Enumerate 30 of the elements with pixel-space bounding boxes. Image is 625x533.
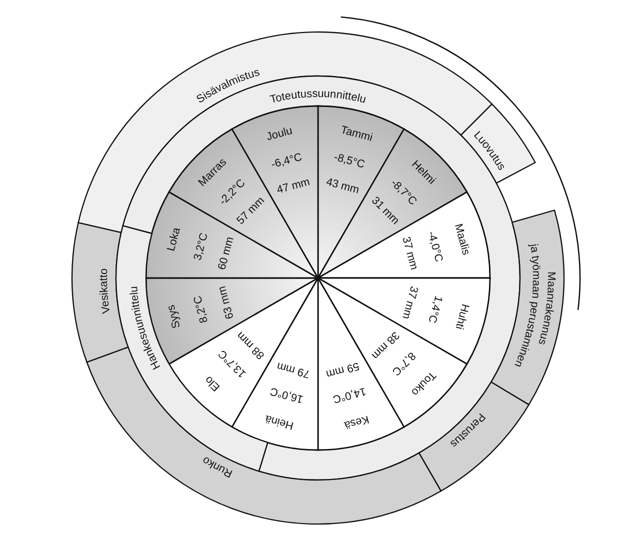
precipitation-value: 38 mm bbox=[369, 329, 402, 362]
month-name: Syys bbox=[165, 304, 183, 330]
precipitation-value: 31 mm bbox=[369, 194, 402, 227]
temperature-value: 14,0°C bbox=[331, 384, 368, 406]
month-name: Elo bbox=[202, 374, 222, 394]
temperature-value: 1,4°C bbox=[426, 294, 444, 324]
temperature-value: -4,0°C bbox=[425, 230, 445, 264]
month-name: Kesä bbox=[342, 412, 370, 431]
month-name: Tammi bbox=[339, 124, 374, 144]
temperature-value: 8,2°C bbox=[192, 294, 210, 324]
precipitation-value: 43 mm bbox=[324, 176, 360, 196]
precipitation-value: 37 mm bbox=[400, 284, 420, 320]
precipitation-value: 57 mm bbox=[234, 194, 267, 227]
month-name: Maalis bbox=[452, 222, 472, 256]
temperature-value: -6,4°C bbox=[270, 151, 304, 171]
precipitation-value: 60 mm bbox=[216, 236, 236, 272]
temperature-value: -8,5°C bbox=[332, 151, 366, 171]
precipitation-value: 88 mm bbox=[234, 329, 267, 362]
month-name: Joulu bbox=[265, 124, 294, 144]
month-name: Loka bbox=[165, 226, 183, 252]
month-name: Huhti bbox=[452, 302, 472, 331]
temperature-value: 16,0°C bbox=[268, 384, 305, 406]
precipitation-value: 63 mm bbox=[216, 284, 236, 320]
month-name: Heinä bbox=[264, 412, 295, 432]
temperature-value: 3,2°C bbox=[192, 232, 210, 262]
precipitation-value: 37 mm bbox=[400, 236, 420, 272]
phase-label: Toteutussuunnittelu bbox=[268, 88, 368, 106]
precipitation-value: 79 mm bbox=[276, 360, 312, 380]
precipitation-value: 59 mm bbox=[324, 360, 360, 380]
precipitation-value: 47 mm bbox=[276, 176, 312, 196]
